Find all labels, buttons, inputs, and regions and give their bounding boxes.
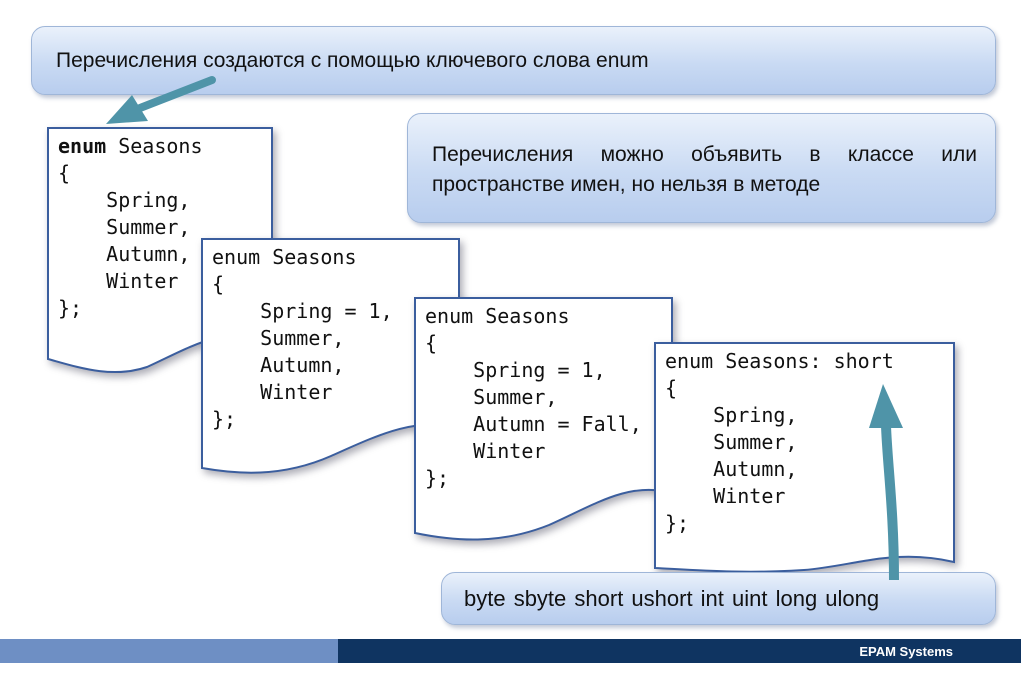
code-text: enum Seasons { Spring, Summer, Autumn, W…	[58, 133, 203, 322]
code-keyword: enum	[58, 134, 107, 158]
code-sample-2: enum Seasons { Spring = 1, Summer, Autum…	[201, 238, 460, 478]
callout-declaration-scope-line2: пространстве имен, но нельзя в методе	[432, 173, 821, 196]
footer-brand: EPAM Systems	[859, 644, 953, 659]
code-header: Seasons	[106, 134, 203, 158]
code-text: enum Seasons: short { Spring, Summer, Au…	[665, 348, 894, 537]
callout-underlying-types: byte sbyte short ushort int uint long ul…	[441, 572, 996, 625]
code-text: enum Seasons { Spring = 1, Summer, Autum…	[425, 303, 642, 492]
code-header: enum Seasons: short	[665, 349, 894, 373]
code-sample-1: enum Seasons { Spring, Summer, Autumn, W…	[47, 127, 273, 375]
code-header: enum Seasons	[212, 245, 357, 269]
code-sample-4: enum Seasons: short { Spring, Summer, Au…	[654, 342, 955, 574]
callout-enum-keyword: Перечисления создаются с помощью ключево…	[31, 26, 996, 95]
code-header: enum Seasons	[425, 304, 570, 328]
code-text: enum Seasons { Spring = 1, Summer, Autum…	[212, 244, 393, 433]
document-frame	[414, 297, 673, 541]
code-body: { Spring, Summer, Autumn, Winter };	[665, 376, 798, 535]
code-body: { Spring, Summer, Autumn, Winter };	[58, 161, 191, 320]
callout-declaration-scope-line1: Перечисления можно объявить в классе или	[432, 143, 977, 166]
callout-declaration-scope: Перечисления можно объявить в классе или…	[407, 113, 996, 223]
callout-enum-keyword-text: Перечисления создаются с помощью ключево…	[56, 49, 649, 72]
code-sample-3: enum Seasons { Spring = 1, Summer, Autum…	[414, 297, 673, 545]
code-body: { Spring = 1, Summer, Autumn = Fall, Win…	[425, 331, 642, 490]
footer-bar-light	[0, 639, 338, 663]
code-body: { Spring = 1, Summer, Autumn, Winter };	[212, 272, 393, 431]
footer-bar-dark	[338, 639, 1021, 663]
callout-underlying-types-text: byte sbyte short ushort int uint long ul…	[464, 586, 880, 611]
